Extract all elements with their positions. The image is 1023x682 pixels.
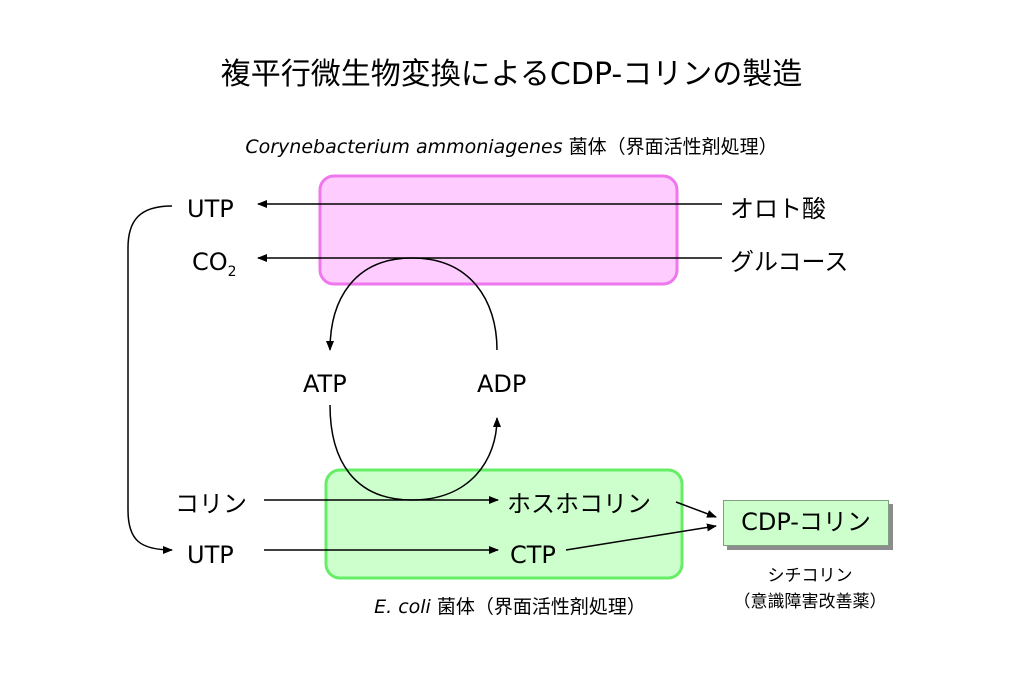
glucose-label: グルコース: [730, 248, 849, 276]
diagram-title: 複平行微生物変換によるCDP-コリンの製造: [220, 57, 803, 92]
corynebacterium-caption: Corynebacterium ammoniagenes 菌体（界面活性剤処理）: [0, 138, 1023, 157]
corynebacterium-name: Corynebacterium ammoniagenes: [245, 136, 563, 158]
product-use-category: （意識障害改善薬）: [733, 592, 887, 612]
utp-transfer-arrow: [127, 205, 173, 554]
co2-label: CO2: [192, 248, 237, 279]
utp-top-label: UTP: [187, 195, 234, 223]
orotic-acid-label: オロト酸: [730, 195, 826, 223]
phosphocholine-label: ホスホコリン: [507, 490, 651, 518]
product-box: [723, 500, 889, 546]
ecoli-name: E. coli: [374, 596, 431, 618]
ecoli-box: [324, 468, 684, 580]
co2-main-text: CO: [192, 248, 228, 276]
phosphocholine-to-product-arrow: [675, 501, 717, 518]
ecoli-caption: E. coli 菌体（界面活性剤処理）: [275, 598, 745, 617]
co2-subscript: 2: [227, 264, 237, 280]
utp-bottom-label: UTP: [187, 541, 234, 569]
product-use-name: シチコリン: [767, 566, 853, 586]
product-label: CDP-コリン: [741, 508, 871, 536]
corynebacterium-box: [318, 174, 679, 286]
corynebacterium-treatment: 菌体（界面活性剤処理）: [562, 136, 778, 158]
ctp-label: CTP: [510, 541, 556, 569]
ctp-to-product-arrow: [565, 523, 717, 551]
upper-regeneration-arc: [326, 257, 498, 351]
choline-label: コリン: [175, 490, 247, 518]
ecoli-treatment: 菌体（界面活性剤処理）: [430, 596, 646, 618]
atp-label: ATP: [303, 370, 347, 398]
adp-label: ADP: [477, 370, 527, 398]
